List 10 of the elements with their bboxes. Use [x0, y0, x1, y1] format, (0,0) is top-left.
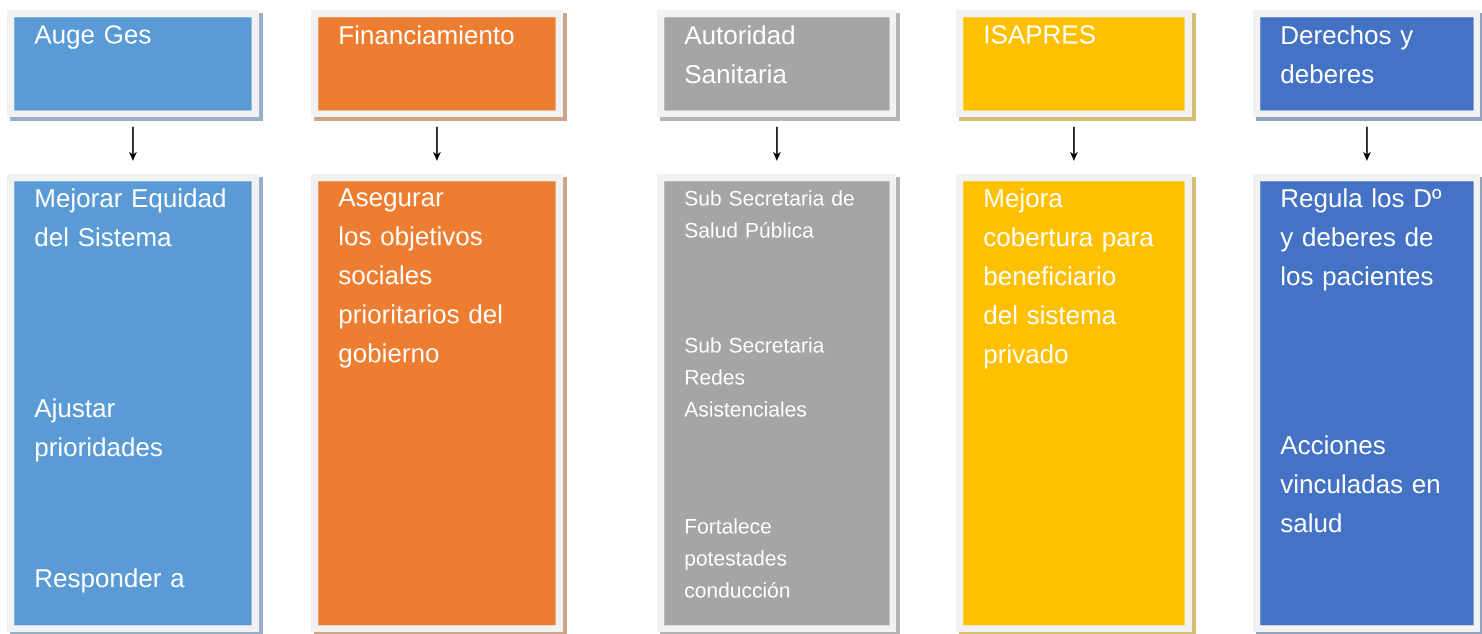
column-box: Mejora cobertura para beneficiario del sistema privado	[956, 174, 1196, 634]
column-box: ISAPRES	[956, 10, 1196, 121]
column-box: Sub Secretaria de Salud Pública Sub Secretaria Redes Asistenciales Fortalece potestades conducción	[657, 174, 900, 634]
column-box: Asegurar los objetivos sociales prioritarios del gobierno	[311, 174, 567, 634]
column-box: Derechos y deberes	[1253, 10, 1482, 121]
column-box: Autoridad Sanitaria	[657, 10, 900, 121]
column-box: Financiamiento	[311, 10, 567, 121]
column-box: Regula los Dº y deberes de los pacientes Acciones vinculadas en salud	[1253, 174, 1482, 634]
column-box: Auge Ges	[7, 10, 263, 121]
column-box: Mejorar Equidad del Sistema Ajustar prioridades Responder a	[7, 174, 263, 634]
